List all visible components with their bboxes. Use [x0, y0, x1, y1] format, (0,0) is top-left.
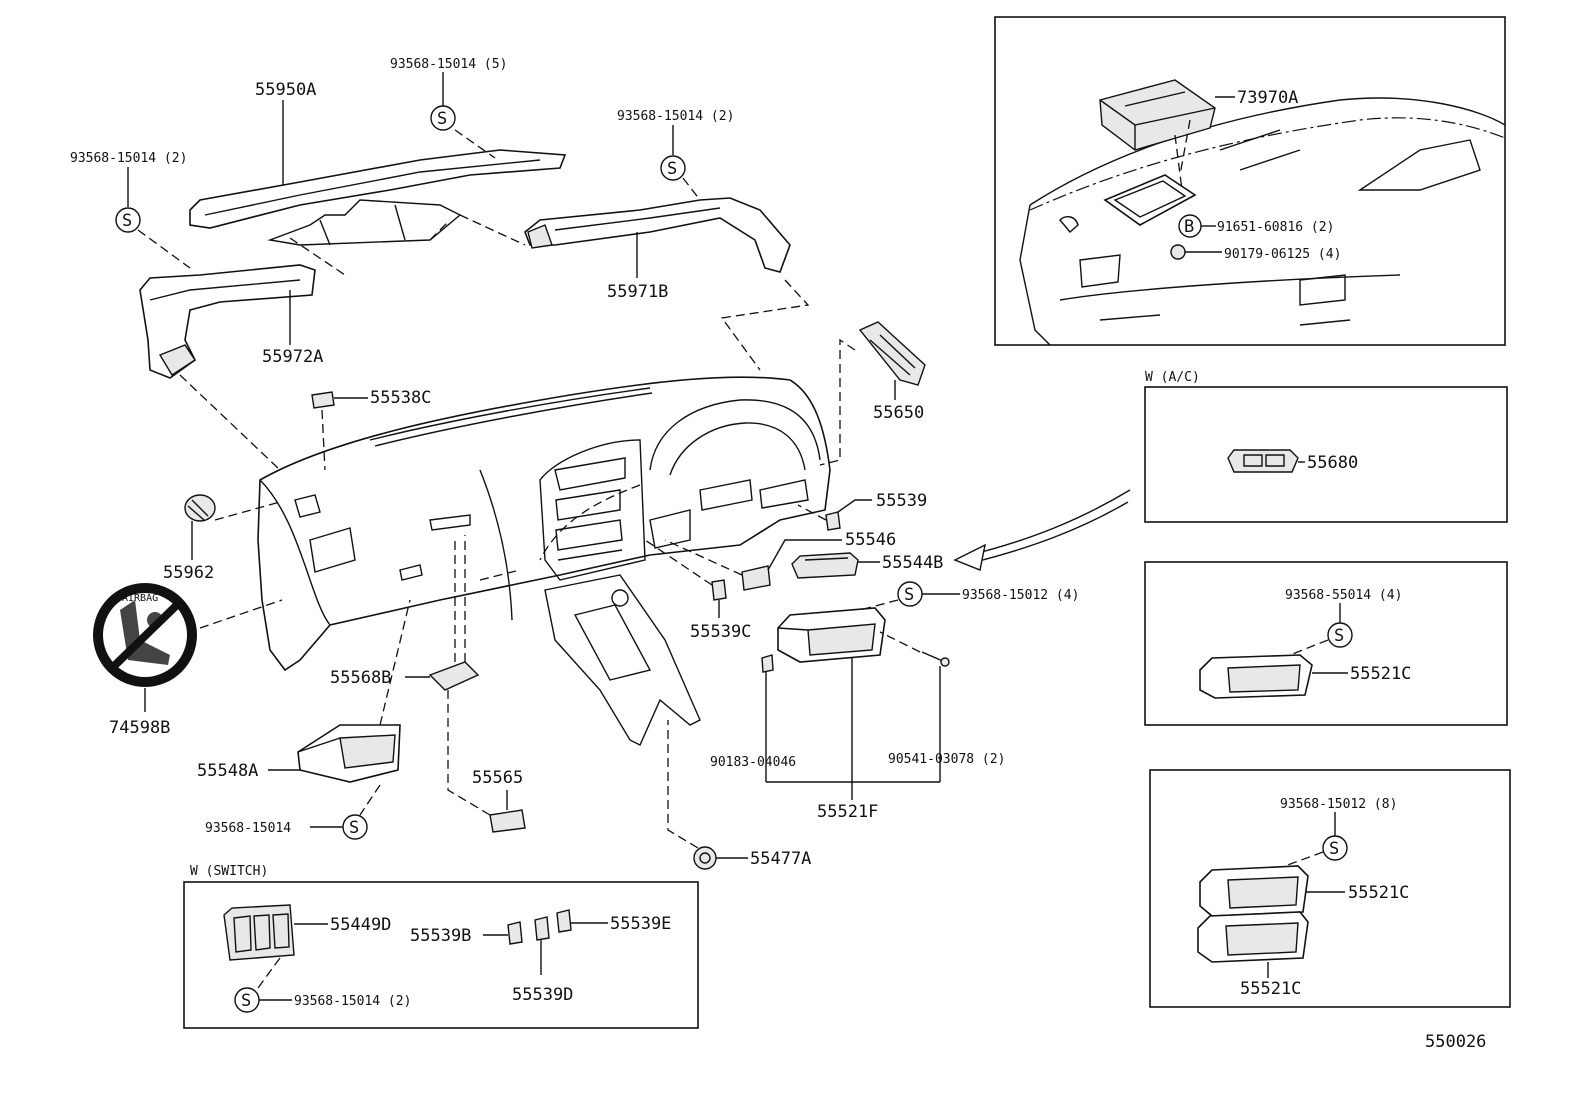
screw-letter: S [437, 109, 447, 129]
screw-symbol [660, 155, 686, 181]
label-55539: 55539 [876, 491, 927, 511]
switch-box: W (SWITCH) 55449D S 93568-15014 (2) 5553… [183, 864, 699, 1029]
airbag-text: AIRBAG [122, 593, 158, 604]
label-55539C: 55539C [690, 622, 751, 642]
label-55972A: 55972A [262, 347, 323, 367]
label-55449D: 55449D [330, 915, 391, 935]
part-55962: 55962 [163, 494, 281, 583]
label-93568-15014-2-mid: 93568-15014 (2) [617, 109, 734, 124]
label-55521C-a: 55521C [1350, 664, 1411, 684]
label-93568-55014: 93568-55014 (4) [1285, 588, 1402, 603]
label-93568-15012-4: 93568-15012 (4) [962, 588, 1079, 603]
label-55568B: 55568B [330, 668, 391, 688]
screw-letter: S [667, 159, 677, 179]
label-93568-15014-2-left: 93568-15014 (2) [70, 151, 187, 166]
label-90541-03078: 90541-03078 (2) [888, 752, 1005, 767]
part-55521F: S 93568-15012 (4) 90183-04046 90541-0307… [710, 581, 1079, 822]
label-73970A: 73970A [1237, 88, 1298, 108]
part-55565: 55565 [447, 690, 526, 833]
instrument-panel [257, 376, 831, 746]
diagram-code: 550026 [1425, 1032, 1486, 1052]
screw-letter: S [122, 211, 132, 231]
label-55521F: 55521F [817, 802, 878, 822]
part-55568B: 55568B [330, 535, 480, 691]
label-93568-15012-8: 93568-15012 (8) [1280, 797, 1397, 812]
label-55521C-c: 55521C [1240, 979, 1301, 999]
ac-box: W (A/C) 55680 [1144, 370, 1508, 523]
airbag-warning-label: AIRBAG 74598B [93, 583, 283, 738]
label-93568-15014-switch: 93568-15014 (2) [294, 994, 411, 1009]
label-55962: 55962 [163, 563, 214, 583]
screw-letter: S [1334, 626, 1344, 646]
screw-letter: S [241, 991, 251, 1011]
label-55539E: 55539E [610, 914, 671, 934]
part-55546: 55546 [664, 530, 896, 591]
label-55539D: 55539D [512, 985, 573, 1005]
label-55546: 55546 [845, 530, 896, 550]
label-90179-06125: 90179-06125 (4) [1224, 247, 1341, 262]
ac-box-title: W (A/C) [1145, 370, 1200, 385]
screw-letter: S [349, 818, 359, 838]
label-55650: 55650 [873, 403, 924, 423]
box-55521C-single: 93568-55014 (4) S 55521C [1144, 561, 1508, 726]
label-74598B: 74598B [109, 718, 170, 738]
screw-symbol [115, 207, 141, 233]
screw-symbol [1327, 622, 1353, 648]
part-55650: 55650 [819, 321, 926, 466]
screw-symbol [1322, 835, 1348, 861]
part-55539: 55539 [797, 491, 927, 531]
switch-box-title: W (SWITCH) [190, 864, 268, 879]
part-55544B: 55544B [791, 552, 943, 579]
label-55477A: 55477A [750, 849, 811, 869]
label-90183-04046: 90183-04046 [710, 755, 796, 770]
label-55971B: 55971B [607, 282, 668, 302]
label-91651-60816: 91651-60816 (2) [1217, 220, 1334, 235]
duct-assembly: 55950A 93568-15014 (5) S 93568-15014 (2)… [70, 57, 810, 471]
label-55565: 55565 [472, 768, 523, 788]
box-55521C-double: 93568-15012 (8) S 55521C 55521C [1149, 769, 1511, 1008]
screw-letter: S [1329, 839, 1339, 859]
ac-arrow [969, 489, 1131, 556]
part-55548A: 55548A S 93568-15014 [197, 599, 411, 840]
part-55477A: 55477A [667, 720, 811, 870]
part-55539C: 55539C [644, 539, 751, 642]
label-55544B: 55544B [882, 553, 943, 573]
label-93568-15014: 93568-15014 [205, 821, 291, 836]
label-55539B: 55539B [410, 926, 471, 946]
screw-symbol [430, 105, 456, 131]
label-55521C-b: 55521C [1348, 883, 1409, 903]
bolt-letter: B [1184, 217, 1194, 237]
label-55538C: 55538C [370, 388, 431, 408]
screw-letter: S [904, 585, 914, 605]
part-55538C: 55538C [311, 388, 431, 471]
label-55680: 55680 [1307, 453, 1358, 473]
label-93568-15014-5: 93568-15014 (5) [390, 57, 507, 72]
label-55548A: 55548A [197, 761, 258, 781]
label-55950A: 55950A [255, 80, 316, 100]
dashboard-inset: 73970A B 91651-60816 (2) 90179-06125 (4) [994, 16, 1506, 346]
